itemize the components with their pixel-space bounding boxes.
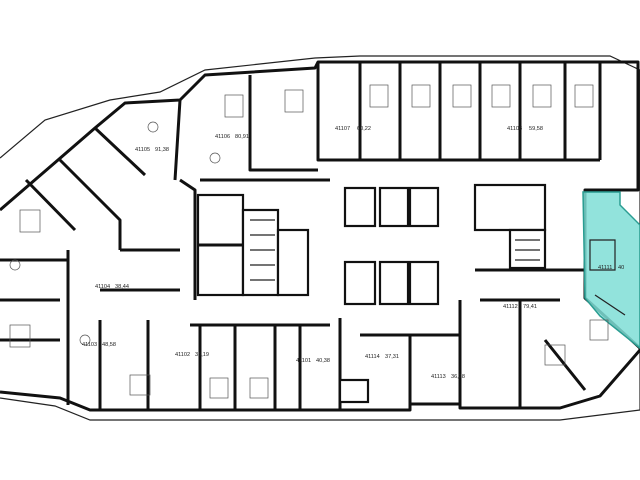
unit-41105[interactable]: 41105 91,38 [135,147,169,153]
central-core [196,183,547,404]
svg-text:38,44: 38,44 [115,284,129,290]
svg-text:41101: 41101 [296,358,311,364]
right-wing-partitions [475,268,587,408]
highlighted-unit-walls [589,239,626,316]
svg-text:41106: 41106 [215,134,230,140]
bottom-row-partitions [190,300,462,410]
unit-41112[interactable]: 41112 79,41 [503,304,537,310]
svg-text:41113: 41113 [431,374,446,380]
top-row-partitions [200,62,602,182]
svg-text:41102: 41102 [175,352,190,358]
svg-text:41112: 41112 [503,304,518,310]
svg-text:48,58: 48,58 [102,342,116,348]
svg-text:59,58: 59,58 [529,126,543,132]
svg-text:91,38: 91,38 [155,147,169,153]
unit-41107[interactable]: 41107 60,22 [335,126,371,132]
svg-text:35,19: 35,19 [195,352,209,358]
svg-text:40,38: 40,38 [316,358,330,364]
svg-text:41103: 41103 [82,342,97,348]
svg-text:41104: 41104 [95,284,110,290]
svg-text:41105: 41105 [135,147,150,153]
unit-41101[interactable]: 41101 40,38 [296,358,330,364]
unit-41108[interactable]: 41108 59,58 [507,126,543,132]
unit-41113[interactable]: 41113 36,28 [431,374,465,380]
unit-41106[interactable]: 41106 80,91 [215,134,249,140]
unit-41104[interactable]: 41104 38,44 [95,284,129,290]
outer-facade-line [0,55,640,421]
unit-41103[interactable]: 41103 48,58 [82,342,116,348]
svg-text:41114: 41114 [365,354,380,360]
svg-text:41107: 41107 [335,126,350,132]
furniture-hints [9,84,609,399]
svg-text:60,22: 60,22 [357,126,371,132]
svg-text:36,28: 36,28 [451,374,465,380]
unit-41114[interactable]: 41114 37,31 [365,354,399,360]
svg-text:80,91: 80,91 [235,134,249,140]
svg-text:37,31: 37,31 [385,354,399,360]
svg-text:79,41: 79,41 [523,304,537,310]
svg-text:41108: 41108 [507,126,522,132]
svg-text:41111: 41111 [598,265,612,271]
unit-labels: 41101 40,38 41102 35,19 41103 48,58 4110… [82,126,624,380]
unit-41102[interactable]: 41102 35,19 [175,352,209,358]
svg-text:40: 40 [618,265,624,271]
unit-41111[interactable]: 41111 40 [598,265,624,271]
